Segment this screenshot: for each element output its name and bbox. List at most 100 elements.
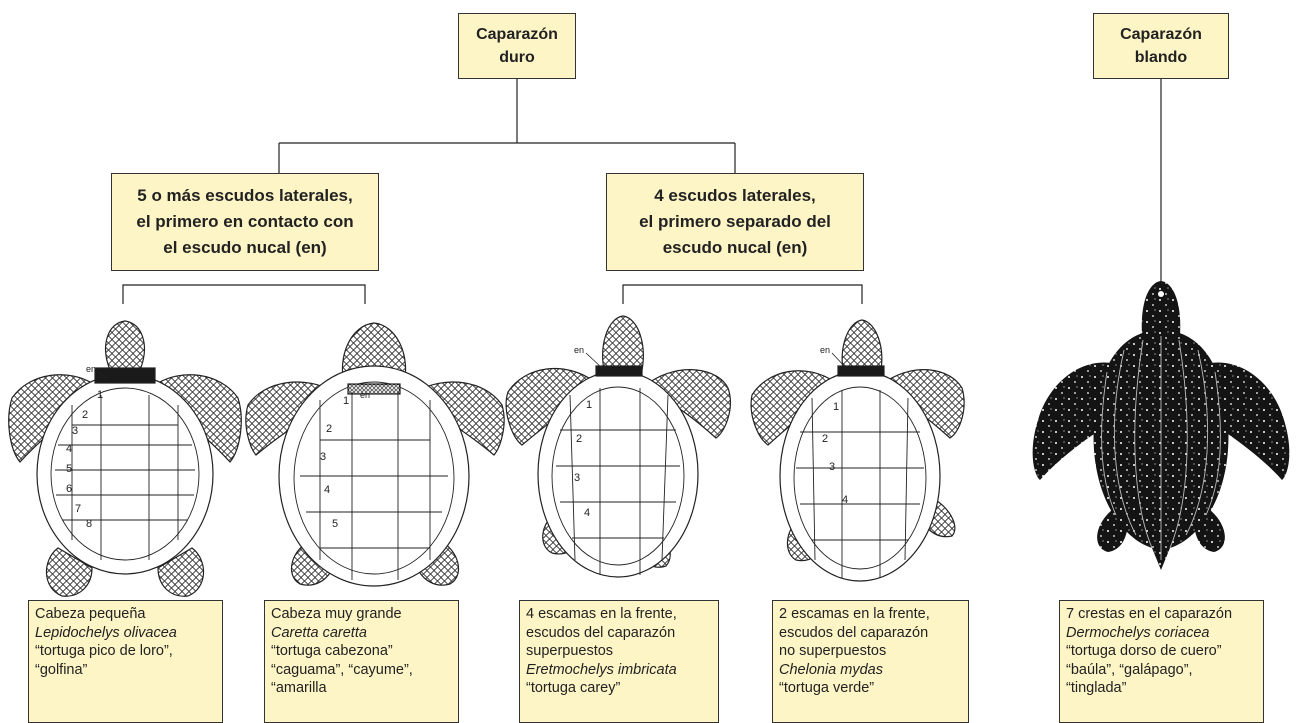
- criterion-line: escudo nucal (en): [662, 238, 808, 257]
- scute-grid: [55, 395, 195, 560]
- desc-box-dermochelys-coriacea: 7 crestas en el caparazón Dermochelys co…: [1059, 600, 1264, 723]
- head: [841, 319, 883, 376]
- criterion-line: 4 escudos laterales,: [654, 186, 816, 205]
- soft-shell-box: Caparazón blando: [1093, 13, 1229, 79]
- desc-box-eretmochelys-imbricata: 4 escamas en la frente, escudos del capa…: [519, 600, 719, 723]
- scientific-name: Chelonia mydas: [779, 661, 883, 678]
- desc-line: escudos del caparazón: [526, 624, 676, 641]
- soft-shell-line: Caparazón: [1120, 26, 1202, 43]
- desc-line: escudos del caparazón: [779, 624, 929, 641]
- scute-number: 7: [75, 503, 81, 515]
- carapace: [537, 370, 699, 578]
- turtle-lepidochelys-olivacea: [8, 320, 242, 597]
- scute-number: 2: [82, 409, 88, 421]
- desc-box-chelonia-mydas: 2 escamas en la frente, escudos del capa…: [772, 600, 969, 723]
- desc-line: “tortuga pico de loro”,: [35, 643, 173, 659]
- en-pointer: [585, 352, 603, 369]
- carapace-inner-ring: [50, 387, 200, 561]
- desc-line: “amarilla: [271, 680, 327, 696]
- en-label: en: [820, 345, 830, 355]
- desc-box-caretta-caretta: Cabeza muy grande Caretta caretta “tortu…: [264, 600, 459, 723]
- desc-line: 7 crestas en el caparazón: [1066, 606, 1233, 622]
- carapace-inner-ring: [793, 386, 927, 570]
- en-pointer: [97, 371, 107, 379]
- head-pineal-spot: [1158, 291, 1164, 297]
- scientific-name: Eretmochelys imbricata: [526, 661, 677, 678]
- criterion-line: 5 o más escudos laterales,: [137, 186, 353, 205]
- scute-number: 3: [72, 425, 78, 437]
- desc-line: “golfina”: [35, 661, 88, 678]
- nuchal-scute: [837, 365, 885, 377]
- desc-line: superpuestos: [526, 643, 614, 659]
- scute-number: 1: [586, 399, 592, 411]
- criterion-line: el escudo nucal (en): [163, 238, 327, 257]
- desc-line: “tortuga dorso de cuero”: [1066, 643, 1222, 659]
- criterion-line: el primero en contacto con: [136, 212, 354, 231]
- rear-left-flipper: [45, 547, 93, 597]
- nuchal-scute: [94, 367, 156, 384]
- desc-line: Cabeza muy grande: [271, 606, 402, 622]
- criterion-four-lateral-box: 4 escudos laterales, el primero separado…: [606, 173, 864, 271]
- criterion-line: el primero separado del: [639, 212, 831, 231]
- carapace-inner-ring: [551, 386, 685, 566]
- scute-number: 4: [324, 484, 330, 496]
- scientific-name: Caretta caretta: [271, 624, 367, 641]
- desc-line: 2 escamas en la frente,: [779, 606, 930, 622]
- nuchal-scute: [595, 365, 643, 377]
- desc-box-lepidochelys-olivacea: Cabeza pequeña Lepidochelys olivacea “to…: [28, 600, 223, 723]
- scute-number: 1: [97, 389, 103, 401]
- desc-line: Cabeza pequeña: [35, 606, 146, 622]
- scute-number: 4: [584, 507, 590, 519]
- carapace-ridges: [1101, 336, 1221, 560]
- bracket-right-group: [622, 284, 863, 304]
- scute-number: 2: [822, 433, 828, 445]
- bracket-left-group: [122, 284, 366, 304]
- desc-line: “tortuga verde”: [779, 680, 875, 696]
- scute-number: 1: [833, 401, 839, 413]
- desc-line: “tortuga cabezona”: [271, 643, 393, 659]
- en-pointer: [831, 352, 847, 369]
- rear-right-flipper: [157, 547, 205, 597]
- scute-number: 3: [829, 461, 835, 473]
- criterion-five-lateral-box: 5 o más escudos laterales, el primero en…: [111, 173, 379, 271]
- scute-number: 5: [332, 518, 338, 530]
- scute-number: 8: [86, 518, 92, 530]
- head: [1141, 281, 1181, 335]
- en-label: en: [360, 390, 370, 400]
- desc-line: “baúla”, “galápago”,: [1066, 661, 1193, 678]
- turtle-eretmochelys-imbricata: [505, 315, 731, 578]
- desc-line: “tinglada”: [1066, 680, 1127, 696]
- head: [105, 320, 145, 371]
- en-label: en: [86, 364, 96, 374]
- scute-grid: [796, 390, 924, 578]
- scute-number: 4: [842, 494, 848, 506]
- hard-shell-line: duro: [499, 49, 535, 66]
- turtle-chelonia-mydas: [750, 319, 965, 582]
- scute-number: 3: [320, 451, 326, 463]
- carapace: [779, 370, 941, 582]
- scute-number: 3: [574, 472, 580, 484]
- carapace: [36, 373, 214, 575]
- en-label: en: [574, 345, 584, 355]
- scute-number: 1: [343, 395, 349, 407]
- desc-line: “tortuga carey”: [526, 680, 621, 696]
- scientific-name: Dermochelys coriacea: [1066, 624, 1210, 641]
- hard-shell-box: Caparazón duro: [458, 13, 576, 79]
- scute-number: 5: [66, 463, 72, 475]
- scute-grid: [300, 392, 448, 580]
- hard-shell-line: Caparazón: [476, 26, 558, 43]
- desc-line: no superpuestos: [779, 643, 887, 659]
- desc-line: 4 escamas en la frente,: [526, 606, 677, 622]
- scute-number: 4: [66, 443, 72, 455]
- desc-line: “caguama”, “cayume”,: [271, 661, 413, 678]
- turtle-dermochelys-coriacea: [1032, 281, 1290, 570]
- turtle-caretta-caretta: [245, 322, 505, 587]
- scute-number: 6: [66, 483, 72, 495]
- scute-number: 2: [326, 423, 332, 435]
- soft-shell-line: blando: [1134, 49, 1188, 66]
- nuchal-scute: [347, 383, 401, 395]
- head: [602, 315, 644, 376]
- carapace-inner-ring: [293, 381, 455, 575]
